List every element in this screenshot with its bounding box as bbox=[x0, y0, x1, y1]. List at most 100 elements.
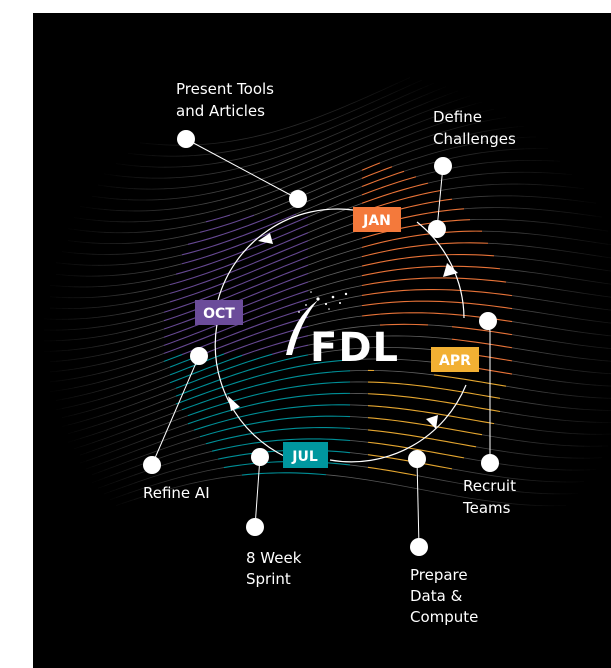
wave-line-segment bbox=[277, 128, 285, 132]
wave-line-segment bbox=[121, 476, 129, 480]
wave-line-segment bbox=[319, 266, 327, 270]
wave-line-segment bbox=[307, 333, 315, 337]
wave-line-segment bbox=[541, 365, 549, 368]
wave-line-segment bbox=[607, 270, 611, 272]
wave-line-segment bbox=[349, 239, 357, 243]
wave-line-segment bbox=[121, 461, 129, 465]
wave-line-segment bbox=[175, 297, 183, 301]
wave-line-segment bbox=[577, 357, 585, 359]
wave-line-segment bbox=[583, 240, 591, 243]
wave-line-segment bbox=[379, 168, 387, 172]
wave-line-segment bbox=[277, 332, 285, 336]
wave-line-segment bbox=[271, 268, 279, 272]
wave-line-segment bbox=[397, 420, 405, 423]
wave-line-segment bbox=[487, 304, 495, 307]
wave-line-segment bbox=[187, 333, 195, 337]
wave-line-segment bbox=[253, 162, 261, 165]
wave-line-segment bbox=[463, 124, 471, 127]
wave-line-segment bbox=[235, 363, 243, 367]
wave-line-segment bbox=[139, 261, 147, 264]
wave-line-segment bbox=[115, 463, 123, 467]
wave-line-segment bbox=[433, 478, 441, 481]
wave-line-segment bbox=[217, 377, 225, 381]
logo-text: FDL bbox=[310, 325, 399, 371]
wave-line-segment bbox=[223, 150, 231, 153]
wave-line-segment bbox=[115, 471, 123, 475]
wave-line-segment bbox=[187, 259, 195, 263]
connector-prepare-data bbox=[416, 458, 420, 548]
wave-line-segment bbox=[277, 378, 285, 381]
wave-line-segment bbox=[325, 182, 333, 186]
wave-line-segment bbox=[133, 281, 141, 284]
wave-line-segment bbox=[301, 272, 309, 277]
wave-line-segment bbox=[505, 385, 513, 388]
wave-line-segment bbox=[133, 318, 141, 321]
wave-line-segment bbox=[157, 294, 165, 298]
wave-line-segment bbox=[511, 426, 519, 428]
wave-line-segment bbox=[157, 448, 165, 451]
wave-line-segment bbox=[565, 211, 573, 214]
wave-line-segment bbox=[463, 104, 471, 108]
wave-line-segment bbox=[445, 119, 453, 123]
wave-line-segment bbox=[91, 195, 99, 198]
wave-line-segment bbox=[163, 374, 171, 378]
wave-line-segment bbox=[475, 173, 483, 176]
wave-line-segment bbox=[145, 306, 153, 309]
wave-line-segment bbox=[145, 315, 153, 318]
wave-line-segment bbox=[217, 353, 225, 357]
wave-line-segment bbox=[139, 325, 147, 329]
wave-line-segment bbox=[241, 272, 249, 277]
wave-line-segment bbox=[373, 187, 381, 191]
wave-line-segment bbox=[115, 431, 123, 435]
wave-line-segment bbox=[217, 180, 225, 183]
wave-line-segment bbox=[223, 264, 231, 268]
wave-line-segment bbox=[571, 199, 579, 202]
wave-line-segment bbox=[391, 122, 399, 126]
wave-line-segment bbox=[301, 169, 309, 173]
wave-line-segment bbox=[115, 284, 123, 286]
wave-line-segment bbox=[439, 492, 447, 495]
wave-line-segment bbox=[421, 489, 429, 492]
wave-line-segment bbox=[61, 415, 69, 419]
wave-line-segment bbox=[73, 348, 81, 351]
wave-line-segment bbox=[565, 368, 573, 371]
wave-line-segment bbox=[169, 291, 177, 294]
wave-line-segment bbox=[283, 304, 291, 308]
wave-line-segment bbox=[91, 326, 99, 329]
wave-line-segment bbox=[175, 330, 183, 334]
wave-line-segment bbox=[517, 387, 525, 390]
wave-line-segment bbox=[559, 354, 567, 357]
wave-line-segment bbox=[241, 328, 249, 332]
wave-line-segment bbox=[253, 402, 261, 405]
wave-line-segment bbox=[205, 237, 213, 241]
wave-line-segment bbox=[169, 478, 177, 481]
wave-line-segment bbox=[415, 129, 423, 133]
wave-line-segment bbox=[127, 458, 135, 462]
wave-line-segment bbox=[517, 270, 525, 272]
wave-line-segment bbox=[325, 264, 333, 268]
wave-line-segment bbox=[427, 143, 435, 147]
wave-line-segment bbox=[169, 372, 177, 376]
wave-line-segment bbox=[493, 383, 501, 386]
wave-line-segment bbox=[133, 165, 141, 167]
wave-line-segment bbox=[109, 284, 117, 287]
wave-line-segment bbox=[421, 127, 429, 131]
cycle-arc-jul-oct bbox=[214, 323, 287, 458]
wave-line-segment bbox=[379, 135, 387, 139]
wave-line-segment bbox=[289, 356, 297, 360]
wave-line-segment bbox=[295, 300, 303, 304]
wave-line-segment bbox=[253, 283, 261, 288]
cycle-arc-jan-apr bbox=[416, 221, 465, 319]
wave-line-segment bbox=[277, 170, 285, 174]
wave-line-segment bbox=[253, 357, 261, 361]
wave-line-segment bbox=[241, 443, 249, 446]
wave-line-segment bbox=[127, 499, 135, 502]
wave-line-segment bbox=[217, 250, 225, 254]
wave-line-segment bbox=[277, 195, 285, 199]
wave-line-segment bbox=[325, 198, 333, 202]
node-dot bbox=[143, 456, 161, 474]
wave-line-segment bbox=[205, 460, 213, 463]
wave-line-segment bbox=[367, 164, 375, 169]
wave-line-segment bbox=[409, 140, 417, 144]
wave-line-segment bbox=[85, 218, 93, 221]
